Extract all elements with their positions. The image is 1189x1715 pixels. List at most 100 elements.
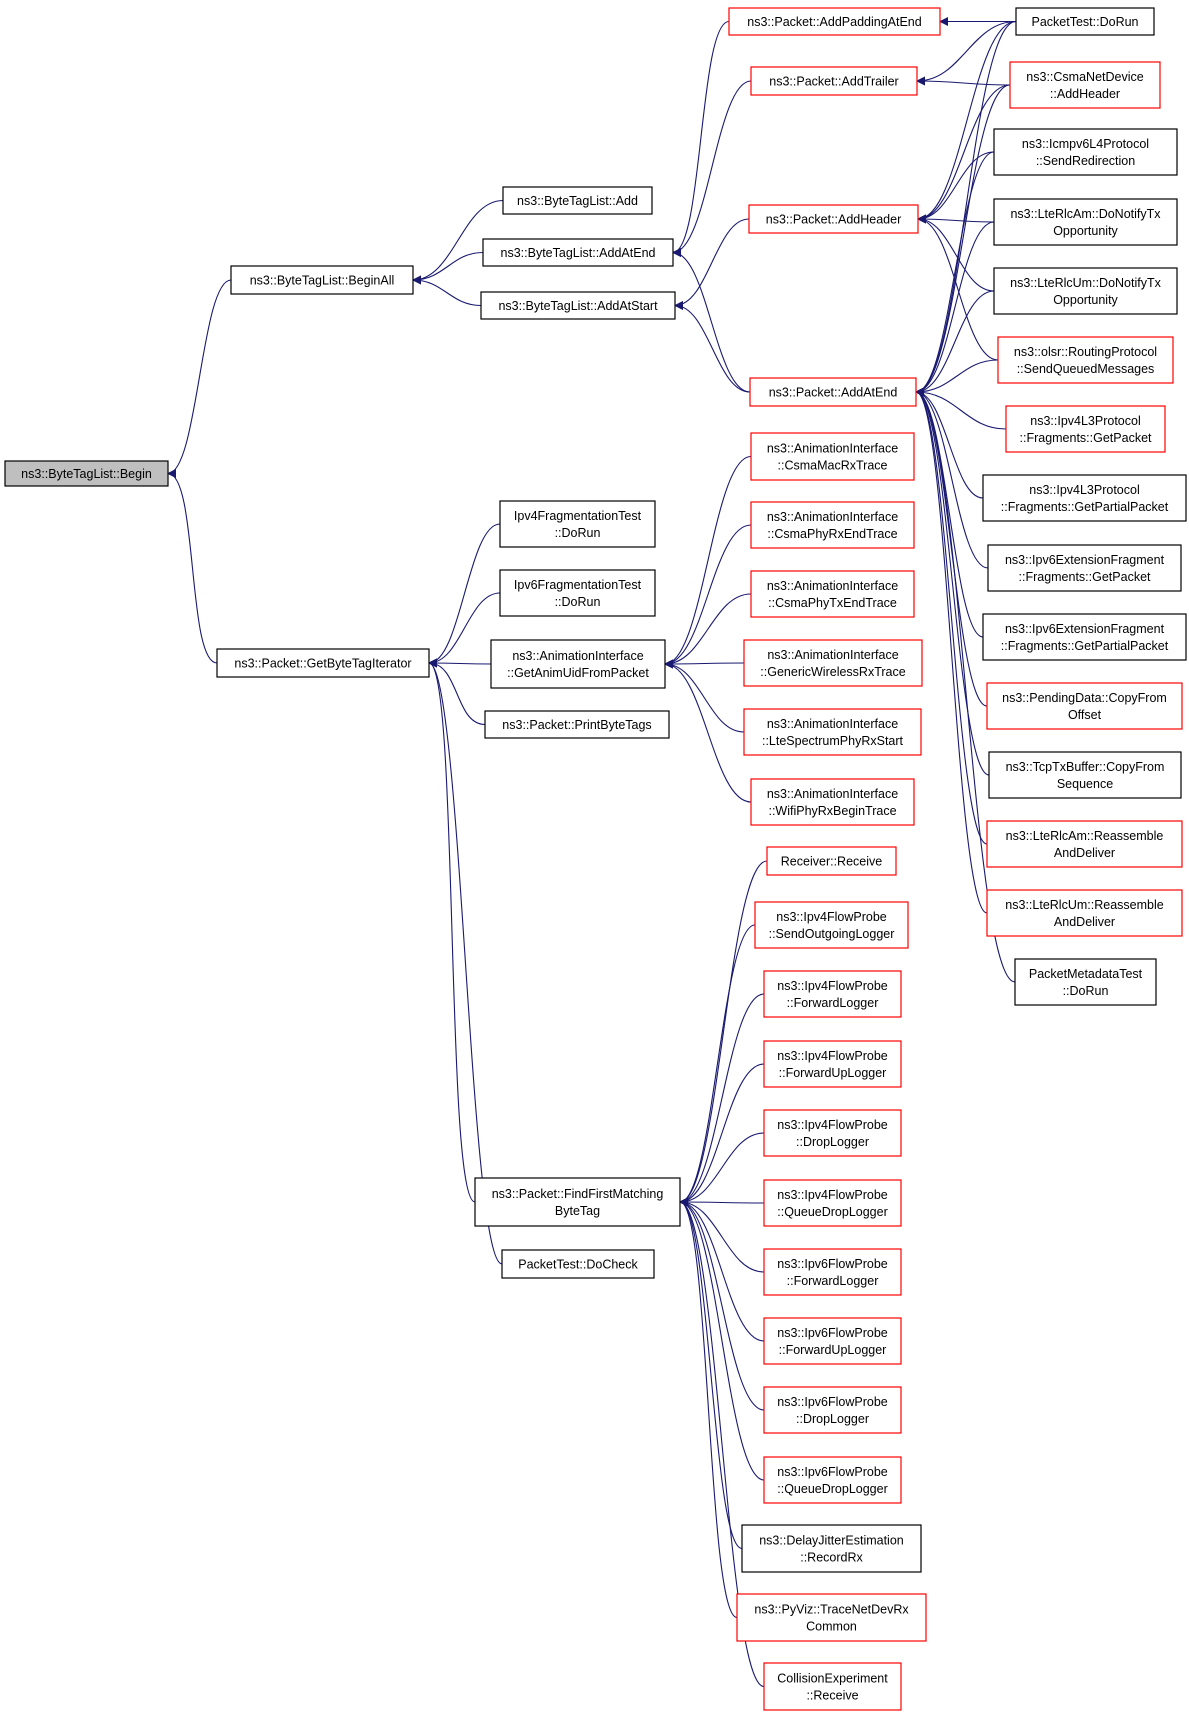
node-label: ns3::ByteTagList::AddAtStart <box>498 299 658 313</box>
node-box <box>728 7 941 36</box>
node-getbytetagiter[interactable]: ns3::Packet::GetByteTagIterator <box>216 648 430 678</box>
edge-ipv4-forwardup-to-findfirst <box>679 1063 765 1207</box>
node-label: ns3::Packet::AddPaddingAtEnd <box>747 15 921 29</box>
node-label: ns3::Ipv6ExtensionFragment <box>1005 553 1165 567</box>
node-box <box>763 970 902 1018</box>
node-label: ns3::Packet::GetByteTagIterator <box>234 656 411 670</box>
edge-addtrailer-to-btl-addatend <box>672 80 752 257</box>
node-btl-add[interactable]: ns3::ByteTagList::Add <box>502 186 653 215</box>
node-label: ns3::PyViz::TraceNetDevRx <box>754 1602 909 1616</box>
call-nodes: ns3::ByteTagList::Begin ns3::ByteTagList:… <box>4 7 1187 1711</box>
node-ipv6-forwardup[interactable]: ns3::Ipv6FlowProbe::ForwardUpLogger <box>763 1317 902 1365</box>
node-addheader[interactable]: ns3::Packet::AddHeader <box>748 204 919 234</box>
node-label: ns3::AnimationInterface <box>767 717 898 731</box>
node-label: ns3::AnimationInterface <box>767 579 898 593</box>
node-box <box>750 778 915 826</box>
node-ipv6-drop[interactable]: ns3::Ipv6FlowProbe::DropLogger <box>763 1386 902 1434</box>
node-label: ::RecordRx <box>800 1550 863 1564</box>
node-beginall[interactable]: ns3::ByteTagList::BeginAll <box>230 265 414 295</box>
node-ipv4fragtest[interactable]: Ipv4FragmentationTest::DoRun <box>499 500 656 548</box>
node-label: PacketTest::DoCheck <box>518 1257 638 1271</box>
node-docheck[interactable]: PacketTest::DoCheck <box>501 1249 655 1279</box>
node-packettest-dorun[interactable]: PacketTest::DoRun <box>1015 7 1155 36</box>
node-label: ns3::Packet::AddTrailer <box>769 74 898 88</box>
node-ipv4-sendout[interactable]: ns3::Ipv4FlowProbe::SendOutgoingLogger <box>754 901 909 949</box>
node-wifiphyrx[interactable]: ns3::AnimationInterface::WifiPhyRxBeginT… <box>750 778 915 826</box>
node-addtrailer[interactable]: ns3::Packet::AddTrailer <box>750 66 918 96</box>
node-label: ns3::Ipv4L3Protocol <box>1030 414 1141 428</box>
node-label: Receiver::Receive <box>781 854 882 868</box>
node-box <box>480 291 676 320</box>
node-csmaphytxend[interactable]: ns3::AnimationInterface::CsmaPhyTxEndTra… <box>750 570 915 618</box>
edge-getanimuid-to-getbytetagiter <box>428 658 492 668</box>
node-label: ::Receive <box>806 1688 858 1702</box>
node-ipv4l3-getpacket[interactable]: ns3::Ipv4L3Protocol::Fragments::GetPacke… <box>1005 405 1166 453</box>
node-delayjitter[interactable]: ns3::DelayJitterEstimation::RecordRx <box>741 1524 922 1573</box>
edge-lterlcum-notify-to-addheader <box>917 214 995 292</box>
node-label: ns3::Ipv4FlowProbe <box>777 1049 888 1063</box>
node-genericwireless[interactable]: ns3::AnimationInterface::GenericWireless… <box>743 639 923 687</box>
node-box <box>986 820 1183 868</box>
node-box <box>748 204 919 234</box>
node-receiver[interactable]: Receiver::Receive <box>766 846 897 876</box>
node-ipv4-queuedrop[interactable]: ns3::Ipv4FlowProbe::QueueDropLogger <box>763 1179 902 1227</box>
node-csmamacrx[interactable]: ns3::AnimationInterface::CsmaMacRxTrace <box>750 432 915 481</box>
node-label: ::LteSpectrumPhyRxStart <box>762 734 904 748</box>
node-root[interactable]: ns3::ByteTagList::Begin <box>4 460 169 487</box>
edge-ipv4-forward-to-findfirst <box>679 993 765 1207</box>
node-ipv4-drop[interactable]: ns3::Ipv4FlowProbe::DropLogger <box>763 1109 902 1157</box>
node-csmanetdev[interactable]: ns3::CsmaNetDevice::AddHeader <box>1009 61 1161 109</box>
node-ipv6-queuedrop[interactable]: ns3::Ipv6FlowProbe::QueueDropLogger <box>763 1456 902 1504</box>
node-ipv6fragtest[interactable]: Ipv6FragmentationTest::DoRun <box>499 569 656 617</box>
node-box <box>4 460 169 487</box>
node-ipv6ext-getpartial[interactable]: ns3::Ipv6ExtensionFragment::Fragments::G… <box>982 613 1187 661</box>
node-label: ::CsmaPhyRxEndTrace <box>767 527 897 541</box>
node-label: ns3::Ipv4FlowProbe <box>777 1118 888 1132</box>
node-ipv6ext-getpacket[interactable]: ns3::Ipv6ExtensionFragment::Fragments::G… <box>987 544 1182 592</box>
edge-packettest-dorun-to-addheader <box>917 20 1017 224</box>
node-label: ns3::ByteTagList::BeginAll <box>250 273 395 287</box>
edge-csmanetdev-to-addtrailer <box>916 76 1011 86</box>
node-label: ns3::Ipv4FlowProbe <box>776 910 887 924</box>
node-btl-addatend[interactable]: ns3::ByteTagList::AddAtEnd <box>482 238 674 267</box>
node-addpadding[interactable]: ns3::Packet::AddPaddingAtEnd <box>728 7 941 36</box>
node-box <box>986 889 1183 937</box>
node-printbytetags[interactable]: ns3::Packet::PrintByteTags <box>484 710 670 739</box>
node-label: ns3::Ipv4FlowProbe <box>777 979 888 993</box>
node-label: ns3::AnimationInterface <box>767 510 898 524</box>
node-box <box>993 267 1178 315</box>
node-ipv4-forward[interactable]: ns3::Ipv4FlowProbe::ForwardLogger <box>763 970 902 1018</box>
node-getanimuid[interactable]: ns3::AnimationInterface::GetAnimUidFromP… <box>490 639 666 689</box>
node-csmaphyrxend[interactable]: ns3::AnimationInterface::CsmaPhyRxEndTra… <box>750 501 915 549</box>
edge-ipv4l3-getpacket-to-addatend <box>915 387 1007 430</box>
node-btl-addatstart[interactable]: ns3::ByteTagList::AddAtStart <box>480 291 676 320</box>
node-ltespectrum[interactable]: ns3::AnimationInterface::LteSpectrumPhyR… <box>743 708 922 756</box>
node-ipv6-forward[interactable]: ns3::Ipv6FlowProbe::ForwardLogger <box>763 1248 902 1296</box>
node-label: ns3::Packet::AddAtEnd <box>769 385 898 399</box>
node-box <box>763 1040 902 1088</box>
node-label: ::GenericWirelessRxTrace <box>760 665 905 679</box>
node-label: ::SendOutgoingLogger <box>769 927 895 941</box>
node-box <box>743 639 923 687</box>
call-edges <box>167 17 1017 1688</box>
node-addatend[interactable]: ns3::Packet::AddAtEnd <box>749 377 917 407</box>
node-label: ns3::Ipv6FlowProbe <box>777 1395 888 1409</box>
node-packetmetadata[interactable]: PacketMetadataTest::DoRun <box>1014 958 1157 1006</box>
node-label: ::SendRedirection <box>1036 154 1135 168</box>
node-ipv4l3-getpartial[interactable]: ns3::Ipv4L3Protocol::Fragments::GetParti… <box>982 474 1187 522</box>
node-olsr[interactable]: ns3::olsr::RoutingProtocol::SendQueuedMe… <box>997 336 1174 384</box>
node-label: Offset <box>1068 708 1102 722</box>
node-collision[interactable]: CollisionExperiment::Receive <box>763 1662 902 1711</box>
node-icmpv6[interactable]: ns3::Icmpv6L4Protocol::SendRedirection <box>993 128 1178 176</box>
node-box <box>763 1109 902 1157</box>
edge-btl-add-to-beginall <box>412 199 504 285</box>
node-ipv4-forwardup[interactable]: ns3::Ipv4FlowProbe::ForwardUpLogger <box>763 1040 902 1088</box>
